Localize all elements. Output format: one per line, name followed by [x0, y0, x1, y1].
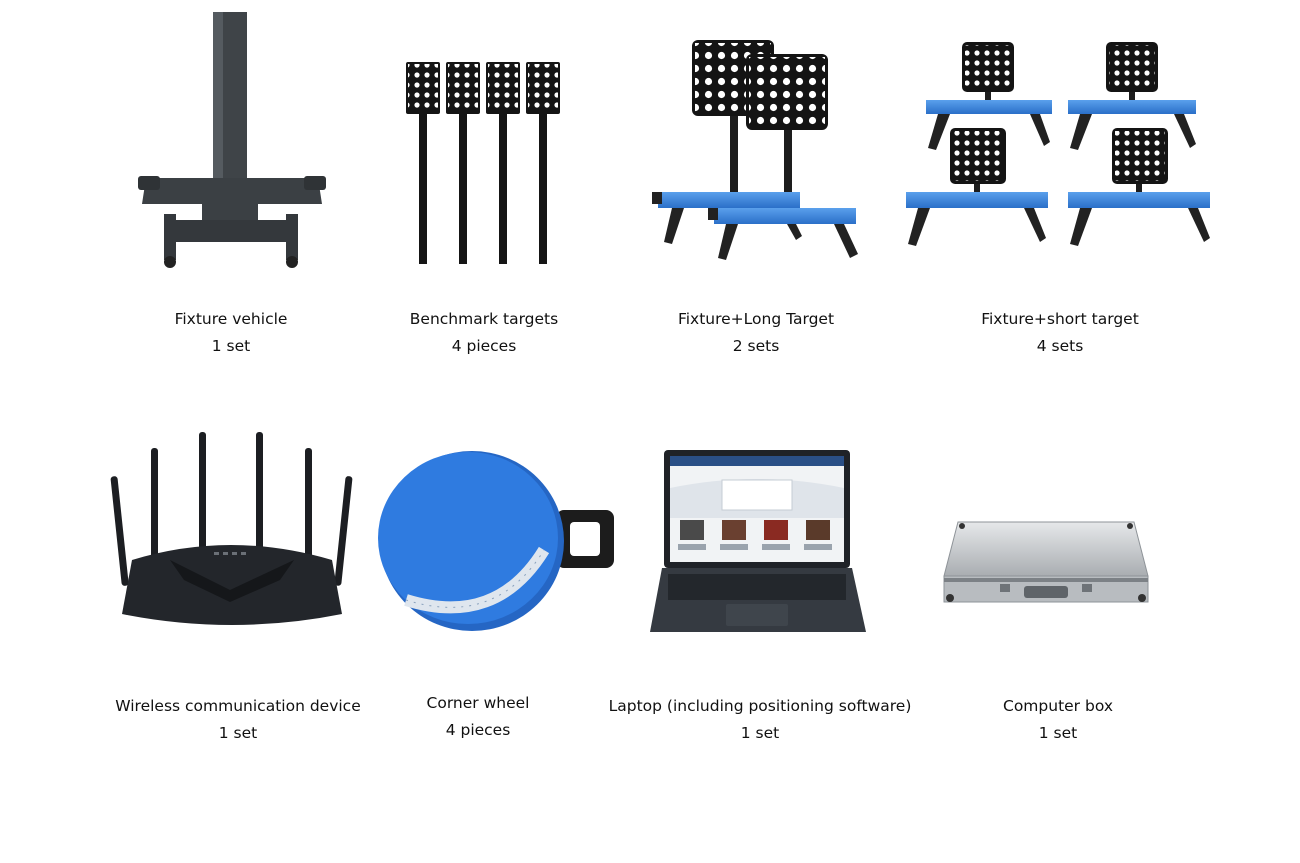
short-target-icon: [892, 38, 1218, 252]
item-caption: Fixture vehicle 1 set: [106, 306, 356, 360]
corner-wheel-icon: [376, 450, 616, 632]
item-quantity: 4 pieces: [445, 721, 511, 739]
laptop-icon: [648, 448, 870, 638]
item-name: Wireless communication device: [115, 697, 361, 715]
item-caption: Fixture+short target 4 sets: [940, 306, 1180, 360]
item-caption: Benchmark targets 4 pieces: [364, 306, 604, 360]
item-caption: Laptop (including positioning software) …: [600, 693, 920, 747]
fixture-vehicle-icon: [136, 10, 328, 272]
item-quantity: 1 set: [1038, 724, 1078, 742]
item-quantity: 4 pieces: [451, 337, 517, 355]
item-name: Benchmark targets: [409, 310, 559, 328]
item-caption: Wireless communication device 1 set: [98, 693, 378, 747]
item-quantity: 1 set: [740, 724, 780, 742]
item-quantity: 4 sets: [1036, 337, 1084, 355]
item-caption: Corner wheel 4 pieces: [378, 690, 578, 744]
item-caption: Computer box 1 set: [958, 693, 1158, 747]
computer-box-icon: [940, 518, 1152, 610]
item-name: Corner wheel: [426, 694, 530, 712]
long-target-icon: [650, 36, 862, 264]
item-name: Fixture+Long Target: [677, 310, 835, 328]
benchmark-targets-icon: [402, 60, 564, 268]
item-name: Laptop (including positioning software): [608, 697, 912, 715]
item-name: Computer box: [1003, 697, 1113, 715]
item-quantity: 1 set: [211, 337, 251, 355]
item-quantity: 2 sets: [732, 337, 780, 355]
item-name: Fixture vehicle: [174, 310, 288, 328]
item-quantity: 1 set: [218, 724, 258, 742]
item-caption: Fixture+Long Target 2 sets: [636, 306, 876, 360]
item-name: Fixture+short target: [981, 310, 1139, 328]
router-icon: [110, 430, 354, 634]
